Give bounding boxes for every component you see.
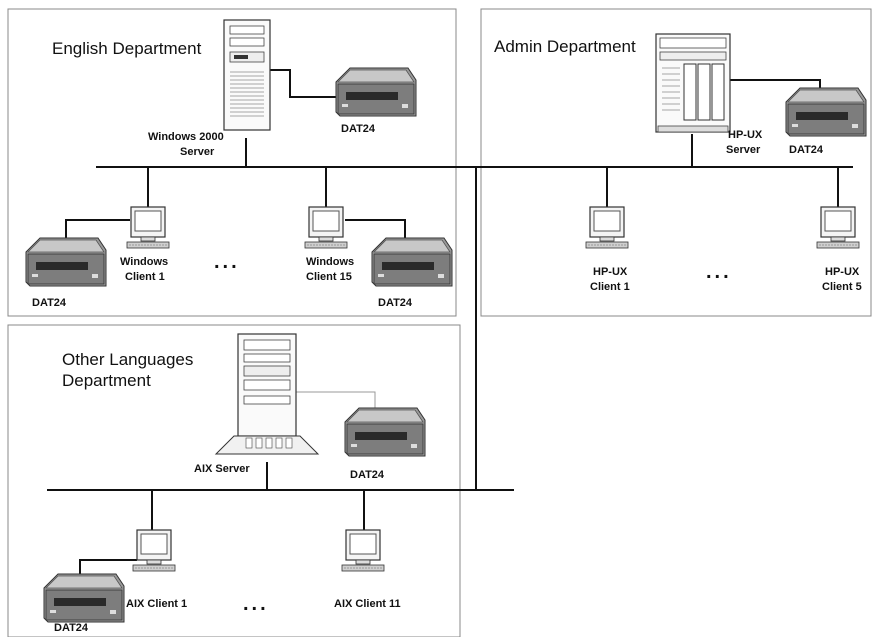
english-department-title: English Department: [52, 39, 202, 58]
hp-ux-server-icon: [655, 33, 731, 133]
aix-clients-ellipsis: ...: [243, 593, 269, 615]
hp-ux-client-1-monitor-icon: [585, 206, 629, 249]
hp-ux-server-label-line2: Server: [726, 144, 761, 156]
windows-client-15-drive-label: DAT24: [378, 297, 413, 309]
admin-server-tape-drive-icon: [785, 87, 867, 137]
network-cabling: [47, 69, 853, 574]
windows-2000-server-icon: [223, 19, 271, 131]
windows-client-15-label-line1: Windows: [306, 256, 354, 268]
aix-client-1-drive-label: DAT24: [54, 622, 89, 634]
other-languages-title-line2: Department: [62, 371, 151, 390]
hp-ux-clients-ellipsis: ...: [706, 261, 732, 283]
windows-client-1-monitor-icon: [126, 206, 170, 249]
aix-server-icon: [215, 333, 319, 455]
admin-department-title: Admin Department: [494, 37, 636, 56]
english-server-drive-label: DAT24: [341, 123, 376, 135]
hp-ux-client-1-label-line2: Client 1: [590, 281, 630, 293]
admin-server-drive-label: DAT24: [789, 144, 824, 156]
windows-client-15-tape-drive-icon: [371, 237, 453, 287]
english-clients-ellipsis: ...: [214, 251, 240, 273]
aix-server-label: AIX Server: [194, 463, 250, 475]
hp-ux-server-label-line1: HP-UX: [728, 129, 763, 141]
hp-ux-client-5-label-line1: HP-UX: [825, 266, 860, 278]
other-languages-department-box: [7, 324, 461, 637]
english-server-tape-drive-icon: [335, 67, 417, 117]
other-languages-title-line1: Other Languages: [62, 350, 193, 369]
windows-client-15-label-line2: Client 15: [306, 271, 352, 283]
windows-client-1-label-line1: Windows: [120, 256, 168, 268]
hp-ux-client-5-label-line2: Client 5: [822, 281, 862, 293]
windows-client-1-label-line2: Client 1: [125, 271, 165, 283]
aix-client-11-label: AIX Client 11: [334, 598, 401, 610]
english-department-box: [7, 8, 457, 317]
aix-client-1-monitor-icon: [132, 529, 176, 572]
windows-server-label-line1: Windows 2000: [148, 131, 224, 143]
hp-ux-client-5-monitor-icon: [816, 206, 860, 249]
windows-client-1-drive-label: DAT24: [32, 297, 67, 309]
admin-department-box: [480, 8, 872, 317]
windows-client-1-tape-drive-icon: [25, 237, 107, 287]
aix-server-drive-link: [288, 391, 376, 408]
aix-client-1-tape-drive-icon: [43, 573, 125, 623]
windows-server-label-line2: Server: [180, 146, 215, 158]
aix-server-tape-drive-icon: [344, 407, 426, 457]
windows-client-15-monitor-icon: [304, 206, 348, 249]
aix-server-drive-label: DAT24: [350, 469, 385, 481]
hp-ux-client-1-label-line1: HP-UX: [593, 266, 628, 278]
aix-client-11-monitor-icon: [341, 529, 385, 572]
aix-client-1-label: AIX Client 1: [126, 598, 187, 610]
